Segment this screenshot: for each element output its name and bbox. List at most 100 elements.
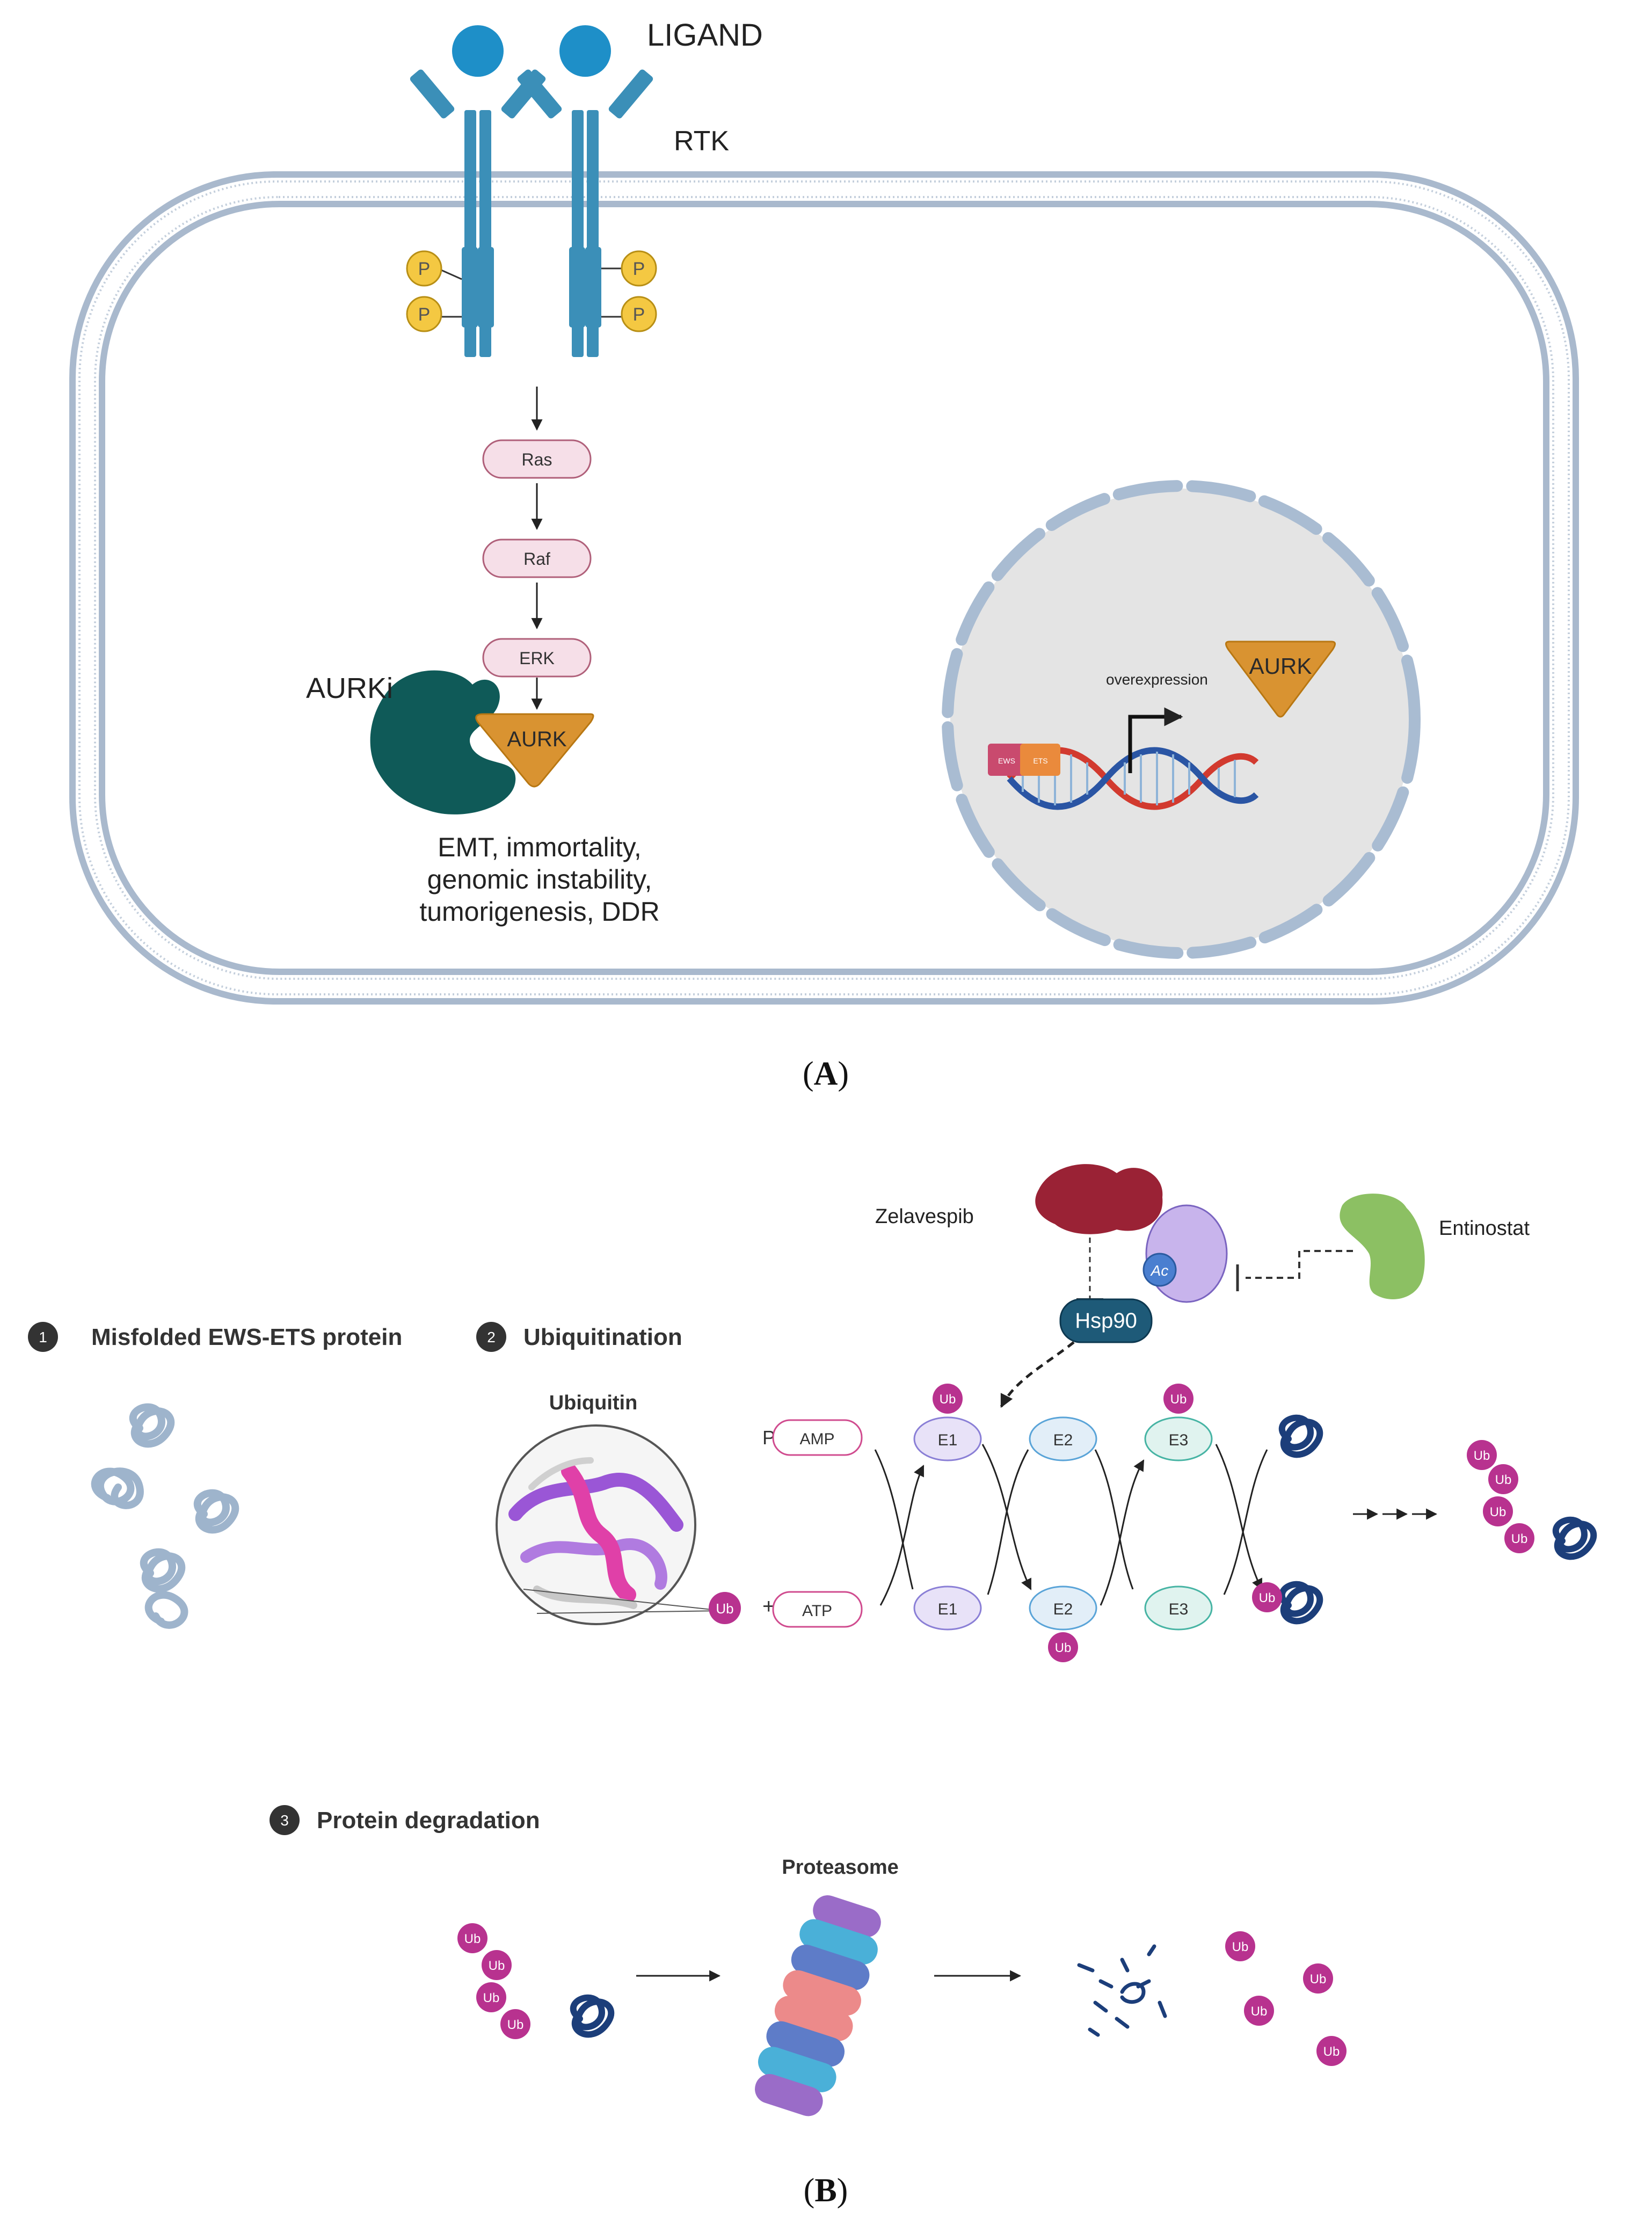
phospho-label: P [418,304,431,325]
degradation-input: Ub Ub Ub Ub [457,1923,614,2039]
aurk-inhibitor-complex: AURK AURKi [306,670,594,814]
ub-label: Ub [1490,1505,1507,1519]
aurk-nucleus-icon [1225,641,1336,718]
aurk-label: AURK [507,728,566,751]
ppi-amp-row: PPi + AMP [762,1419,863,1456]
e1-top-label: E1 [938,1431,958,1449]
cell-membrane [69,171,1579,1005]
ub-label: Ub [1055,1641,1072,1655]
ub-label: Ub [464,1932,481,1946]
caption-a: (A) [803,1056,849,1092]
amp-node [772,1419,863,1456]
fusion-ews-icon [988,744,1025,776]
ac-label: Ac [1150,1262,1169,1279]
e3-bottom-node [1144,1585,1213,1631]
effects-line-2: genomic instability, [427,864,652,894]
e3-top-node [1144,1416,1213,1461]
ligand-label: LIGAND [647,18,763,53]
zelavespib-icon [1035,1164,1163,1234]
rtk-label: RTK [674,126,729,157]
proteasome-label: Proteasome [782,1856,899,1879]
raf-label: Raf [523,549,550,569]
step-1-number: 1 [39,1329,47,1345]
hsp90-label: Hsp90 [1075,1309,1137,1333]
ub-icon [1467,1440,1497,1470]
fusion-ets-label: ETS [1033,756,1047,765]
atp-label: ATP [802,1602,832,1620]
ras-label: Ras [522,450,552,469]
acetyl-icon [1142,1253,1177,1287]
amp-label: AMP [799,1430,834,1448]
effects-line-3: tumorigenesis, DDR [419,897,659,927]
ub-icon [457,1923,487,1953]
transcription-arrow [1128,707,1183,773]
rtk-receptor-left: P P [406,25,546,357]
ub-icon [1488,1464,1518,1494]
ub-label: Ub [1323,2045,1340,2059]
nucleus: EWS ETS overexpression AURK [942,480,1421,959]
entinostat-label: Entinostat [1439,1217,1530,1240]
target-proteins [1278,1414,1323,1625]
ubiquitin-title: Ubiquitin [549,1392,638,1414]
ub-icon [482,1950,512,1980]
ubiquitin-structure: Ubiquitin [496,1392,723,1625]
phospho-label: P [418,259,431,279]
e2-bottom-node [1029,1585,1097,1631]
ub-icon [1225,1931,1255,1961]
e1-top-node [913,1416,982,1461]
caption-b: (B) [804,2172,848,2209]
step-1-label: Misfolded EWS-ETS protein [91,1324,402,1350]
ub-icon [709,1592,741,1624]
ub-label: Ub [1310,1972,1327,1987]
e3-bottom-label: E3 [1169,1601,1189,1618]
ub-icon [500,2009,530,2039]
phospho-label: P [633,259,645,279]
fusion-ews-label: EWS [998,756,1015,765]
rtk-receptor-right: P P [517,25,657,357]
ligand-icon [559,25,611,77]
ub-icon [1048,1632,1078,1662]
aurk-icon [475,713,594,788]
phospho-label: P [633,304,645,325]
overexpression-label: overexpression [1106,671,1208,688]
ras-node [482,439,592,479]
ub-icon [1316,2036,1347,2066]
aurk-nucleus-label: AURK [1249,653,1312,679]
ub-icon [1244,1996,1274,2026]
aurki-label: AURKi [306,672,393,704]
aurk-effects: EMT, immortality, genomic instability, t… [419,832,659,927]
aurki-icon [370,670,516,814]
ub-label: Ub [940,1392,956,1407]
hsp90-complex: Ac Hsp90 [1000,1204,1228,1408]
ub-label: Ub [483,1991,500,2005]
ub-icon [1504,1523,1534,1553]
ligand-icon [452,25,504,77]
fusion-ets-icon [1020,744,1060,776]
ub-icon [1163,1384,1193,1414]
entinostat: Entinostat [1236,1194,1530,1299]
step-2-number: 2 [487,1329,496,1345]
plus-label: + [762,1595,775,1618]
step-2-label: Ubiquitination [523,1324,682,1350]
ub-label: Ub [1251,2004,1268,2019]
panel-b: Zelavespib Entinostat Ac Hsp90 1 Misfold… [28,1164,1597,2209]
e2-bottom-label: E2 [1053,1601,1073,1618]
erk-node [482,638,592,678]
ub-label: Ub [1495,1473,1512,1487]
entinostat-icon [1340,1194,1425,1299]
ub-label: Ub [1170,1392,1187,1407]
polyubiquitinated-protein: Ub Ub Ub Ub [1467,1440,1597,1560]
effects-line-1: EMT, immortality, [438,832,642,862]
step-3-number: 3 [280,1812,289,1829]
ub-icon [1483,1496,1513,1526]
ub-icon [1252,1582,1282,1612]
ub-atp-row: Ub + ATP [709,1591,863,1628]
ub-label: Ub [489,1959,505,1973]
ub-label: Ub [507,2018,524,2032]
e2-top-label: E2 [1053,1431,1073,1449]
peptide-fragments [1077,1944,1167,2037]
ub-label: Ub [1511,1532,1528,1546]
ub-icon [933,1384,963,1414]
